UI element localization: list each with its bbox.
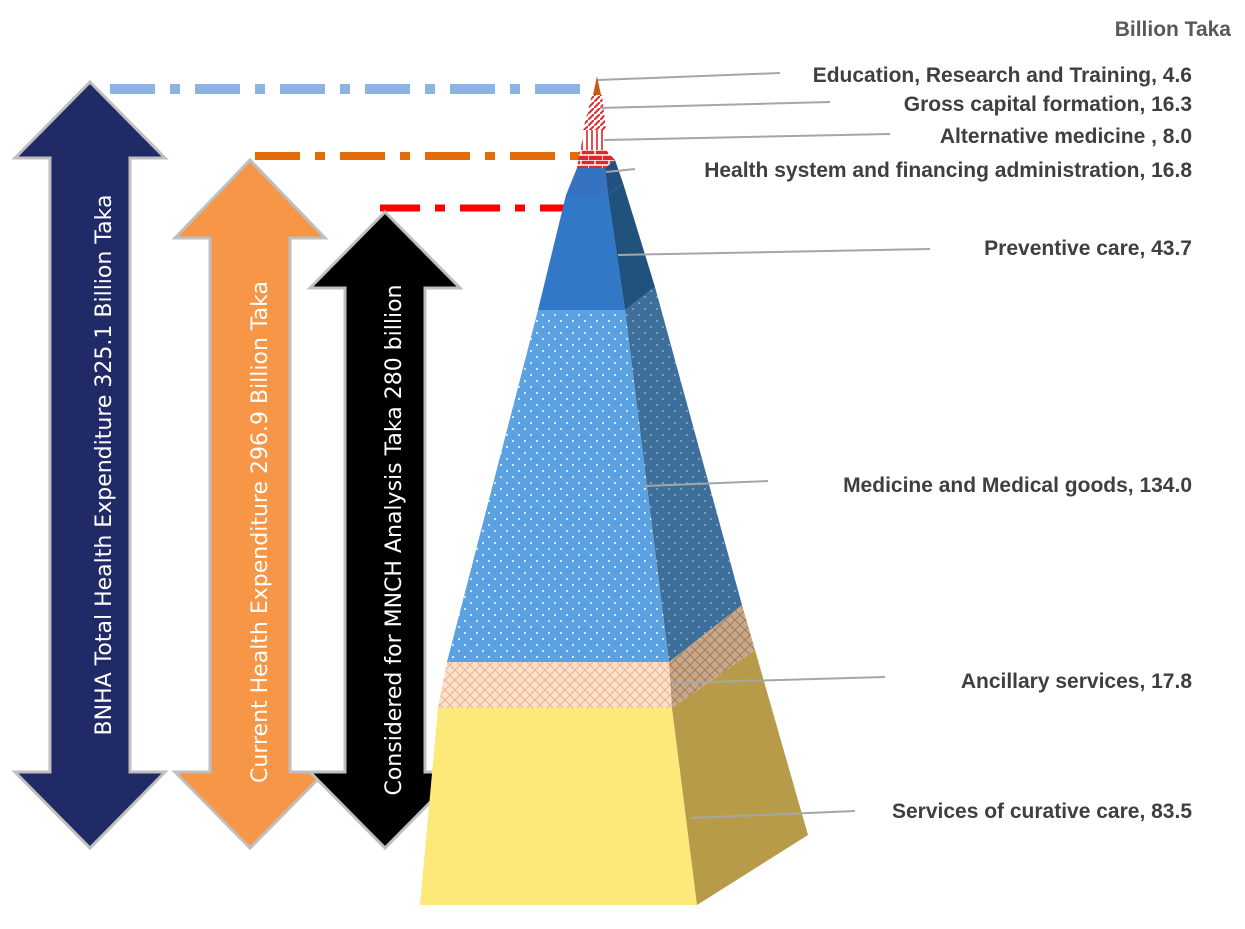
preventive-front [538, 195, 625, 310]
total-arrow-label: BNHA Total Health Expenditure 325.1 Bill… [92, 195, 117, 736]
label-health-admin: Health system and financing administrati… [704, 159, 1192, 182]
total-arrow-shape [11, 79, 169, 851]
mnch-arrow-shape [306, 209, 464, 851]
curative-care-side [672, 650, 808, 905]
mnch-analysis-arrow: Considered for MNCH Analysis Taka 280 bi… [306, 209, 464, 851]
leader-health-admin [605, 168, 636, 173]
label-medicine: Medicine and Medical goods, 134.0 [843, 474, 1192, 497]
layer-education [593, 76, 601, 95]
label-preventive: Preventive care, 43.7 [984, 237, 1192, 260]
current-expenditure-arrow: Current Health Expenditure 296.9 Billion… [171, 157, 329, 851]
alternative-front [580, 130, 606, 150]
admin-front [566, 168, 608, 195]
leader-gross-capital [599, 101, 831, 109]
label-curative: Services of curative care, 83.5 [892, 800, 1192, 823]
gross-capital-lower [577, 150, 615, 168]
leader-education [597, 72, 781, 81]
total-expenditure-arrow: BNHA Total Health Expenditure 325.1 Bill… [11, 79, 169, 851]
leader-preventive [617, 248, 931, 256]
layer-preventive-care [538, 183, 655, 310]
leader-curative [689, 810, 856, 819]
layer-gross-capital [583, 95, 606, 130]
gross-capital-front [583, 95, 606, 130]
pyramid [420, 76, 808, 905]
unit-label: Billion Taka [1114, 18, 1231, 41]
range-arrows: BNHA Total Health Expenditure 325.1 Bill… [11, 79, 464, 851]
curative-care-front [420, 708, 697, 905]
admin-side [605, 160, 623, 195]
medicine-front [447, 310, 669, 662]
label-ancillary: Ancillary services, 17.8 [961, 670, 1192, 693]
layer-curative-care [420, 650, 808, 905]
leader-alternative [603, 133, 891, 141]
current-arrow-label: Current Health Expenditure 296.9 Billion… [248, 281, 273, 783]
mnch-arrow-label: Considered for MNCH Analysis Taka 280 bi… [382, 284, 407, 795]
layer-medicine [447, 287, 742, 662]
leader-ancillary [671, 676, 886, 684]
layer-labels: Education, Research and Training, 4.6 Gr… [597, 64, 1192, 823]
preventive-side [608, 183, 655, 310]
label-education: Education, Research and Training, 4.6 [813, 64, 1192, 87]
layer-health-admin [566, 160, 623, 195]
education-tip [593, 76, 601, 95]
current-arrow-shape [171, 157, 329, 851]
leader-medicine [644, 480, 769, 487]
medicine-side [625, 287, 742, 662]
marker-lines [110, 84, 590, 212]
ancillary-front [438, 662, 672, 708]
label-alternative: Alternative medicine , 8.0 [940, 125, 1192, 148]
label-gross-capital: Gross capital formation, 16.3 [904, 93, 1192, 116]
layer-alternative-medicine [577, 130, 615, 168]
